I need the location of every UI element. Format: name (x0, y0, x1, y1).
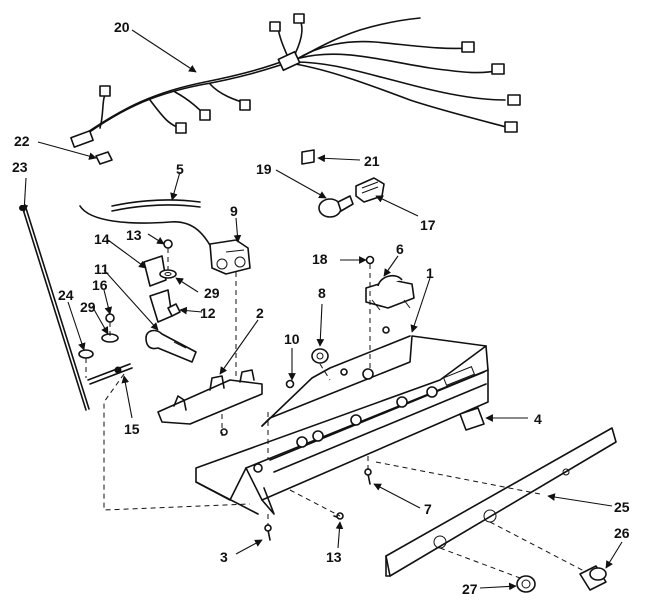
knob-part-27 (516, 575, 536, 593)
callout-22: 22 (14, 133, 30, 149)
callout-2: 2 (256, 305, 264, 321)
screw-part-10 (285, 379, 295, 389)
light-bulb-part-19 (318, 195, 354, 218)
callout-9: 9 (230, 203, 238, 219)
screw-part-16 (105, 313, 115, 323)
rod-part-23 (19, 204, 90, 411)
callout-20: 20 (114, 19, 130, 35)
callout-1: 1 (426, 265, 434, 281)
control-shaft-part-11 (145, 289, 197, 363)
screw-part-7 (364, 468, 372, 485)
callout-6: 6 (396, 241, 404, 257)
callout-11: 11 (94, 261, 109, 277)
callout-27: 27 (462, 581, 478, 597)
callout-15: 15 (124, 421, 140, 437)
callout-7: 7 (424, 501, 432, 517)
callout-4: 4 (534, 411, 542, 427)
clip-part-4 (459, 407, 485, 431)
assembly-lines (85, 248, 587, 579)
callout-23: 23 (12, 159, 28, 175)
screw-part-3 (264, 524, 272, 541)
callout-13-lower: 13 (326, 549, 342, 565)
callout-5: 5 (176, 161, 184, 177)
callout-14: 14 (94, 231, 110, 247)
mounting-bracket-part-2 (157, 369, 263, 425)
callout-29-lower: 29 (80, 299, 96, 315)
callout-29-upper: 29 (204, 285, 220, 301)
callout-19: 19 (256, 161, 272, 177)
clip-part-22 (95, 151, 113, 165)
callout-10: 10 (284, 331, 300, 347)
control-housing-part-1 (195, 326, 489, 515)
screw-part-13-upper (163, 239, 173, 249)
callout-26: 26 (614, 525, 630, 541)
washer-part-29-upper (159, 269, 177, 279)
callout-25: 25 (614, 499, 630, 515)
callout-labels: 20 22 23 21 19 5 17 9 13 14 18 6 11 1 29… (12, 19, 630, 597)
callout-13-upper: 13 (126, 227, 142, 243)
callout-3: 3 (220, 549, 228, 565)
callout-12: 12 (200, 305, 216, 321)
damper-control-part-6 (365, 274, 415, 311)
tube-part-5 (111, 199, 201, 212)
wiring-harness-part-20 (70, 13, 521, 148)
knob-part-26 (579, 565, 607, 591)
nut-part-24 (78, 349, 94, 359)
bracket-part-14 (143, 255, 167, 287)
clip-part-21 (301, 149, 315, 165)
callout-17: 17 (420, 217, 436, 233)
control-panel-part-25 (385, 427, 617, 577)
grommet-part-8 (311, 348, 329, 364)
screw-part-18 (365, 255, 375, 265)
callout-24: 24 (58, 287, 74, 303)
screw-part-13-lower (333, 512, 344, 520)
callout-18: 18 (312, 251, 328, 267)
callout-8: 8 (318, 285, 326, 301)
link-rod-part-15 (87, 363, 133, 385)
leader-lines (20, 29, 623, 591)
callout-21: 21 (364, 153, 380, 169)
callout-16: 16 (92, 277, 108, 293)
